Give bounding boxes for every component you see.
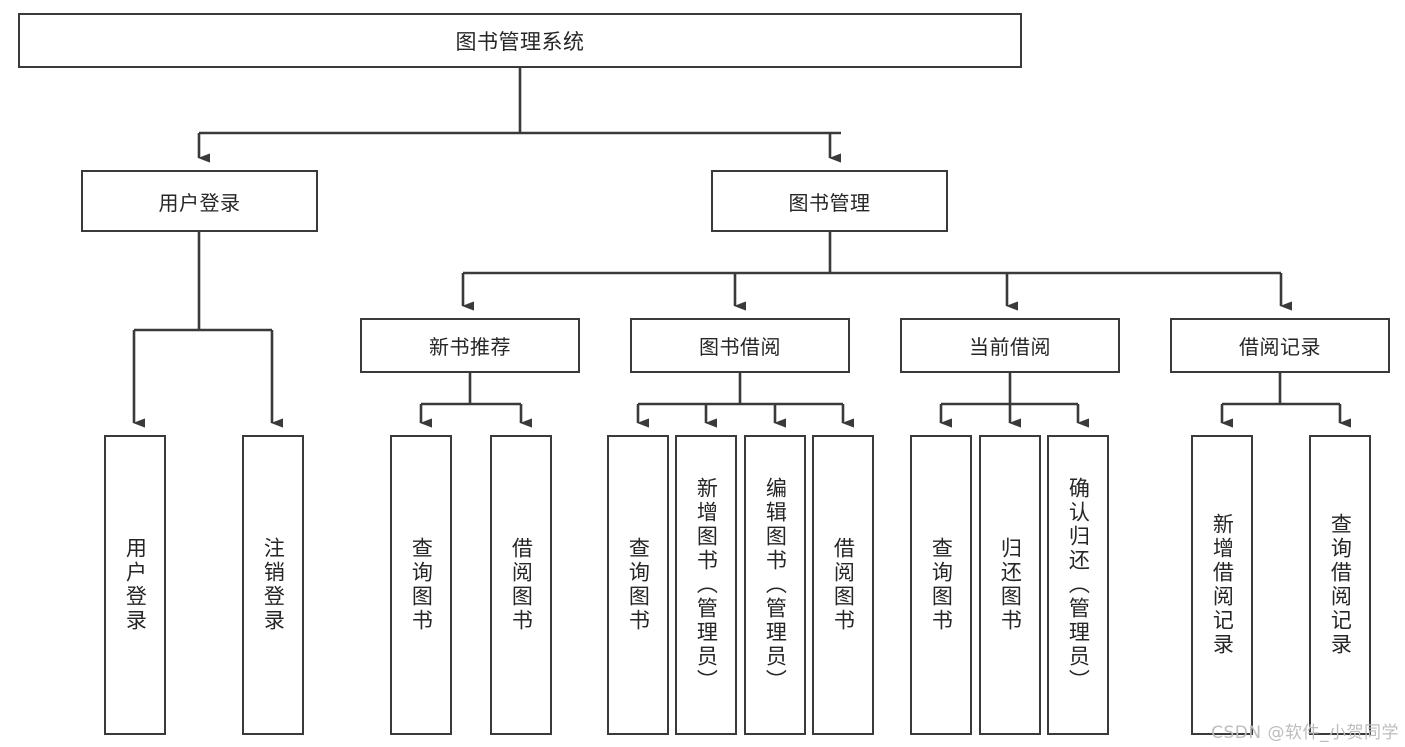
- leaf-current-borrow-confirm-admin[interactable]: 确认归还（管理员）: [1047, 435, 1109, 735]
- node-label: 编辑图书（管理员）: [763, 477, 788, 693]
- node-label: 图书管理系统: [455, 29, 585, 54]
- node-borrow-record[interactable]: 借阅记录: [1170, 318, 1390, 373]
- node-label: 注销登录: [261, 537, 286, 633]
- leaf-book-borrow-edit-admin[interactable]: 编辑图书（管理员）: [744, 435, 806, 735]
- node-label: 当前借阅: [969, 335, 1051, 359]
- node-label: 查询图书: [929, 537, 954, 633]
- node-root-book-management-system[interactable]: 图书管理系统: [18, 13, 1022, 68]
- node-new-book-recommend[interactable]: 新书推荐: [360, 318, 580, 373]
- leaf-book-borrow-query[interactable]: 查询图书: [607, 435, 669, 735]
- node-label: 图书借阅: [699, 335, 781, 359]
- leaf-book-borrow-borrow[interactable]: 借阅图书: [812, 435, 874, 735]
- node-label: 借阅图书: [831, 537, 856, 633]
- leaf-new-book-borrow[interactable]: 借阅图书: [490, 435, 552, 735]
- node-label: 新增图书（管理员）: [694, 477, 719, 693]
- node-label: 用户登录: [158, 190, 241, 215]
- node-label: 用户登录: [123, 537, 148, 633]
- node-label: 确认归还（管理员）: [1066, 477, 1091, 693]
- node-book-management[interactable]: 图书管理: [711, 170, 948, 232]
- node-label: 借阅图书: [509, 537, 534, 633]
- leaf-user-login-login[interactable]: 用户登录: [104, 435, 166, 735]
- node-current-borrow[interactable]: 当前借阅: [900, 318, 1120, 373]
- node-label: 查询借阅记录: [1328, 513, 1353, 657]
- leaf-book-borrow-add-admin[interactable]: 新增图书（管理员）: [675, 435, 737, 735]
- node-label: 新增借阅记录: [1210, 513, 1235, 657]
- node-user-login[interactable]: 用户登录: [81, 170, 318, 232]
- leaf-user-login-logout[interactable]: 注销登录: [242, 435, 304, 735]
- leaf-borrow-record-query[interactable]: 查询借阅记录: [1309, 435, 1371, 735]
- node-label: 借阅记录: [1239, 335, 1321, 359]
- leaf-current-borrow-query[interactable]: 查询图书: [910, 435, 972, 735]
- leaf-current-borrow-return[interactable]: 归还图书: [979, 435, 1041, 735]
- node-label: 查询图书: [626, 537, 651, 633]
- node-book-borrow[interactable]: 图书借阅: [630, 318, 850, 373]
- leaf-new-book-query[interactable]: 查询图书: [390, 435, 452, 735]
- leaf-borrow-record-add[interactable]: 新增借阅记录: [1191, 435, 1253, 735]
- node-label: 新书推荐: [429, 335, 511, 359]
- node-label: 归还图书: [998, 537, 1023, 633]
- node-label: 图书管理: [788, 190, 871, 215]
- node-label: 查询图书: [409, 537, 434, 633]
